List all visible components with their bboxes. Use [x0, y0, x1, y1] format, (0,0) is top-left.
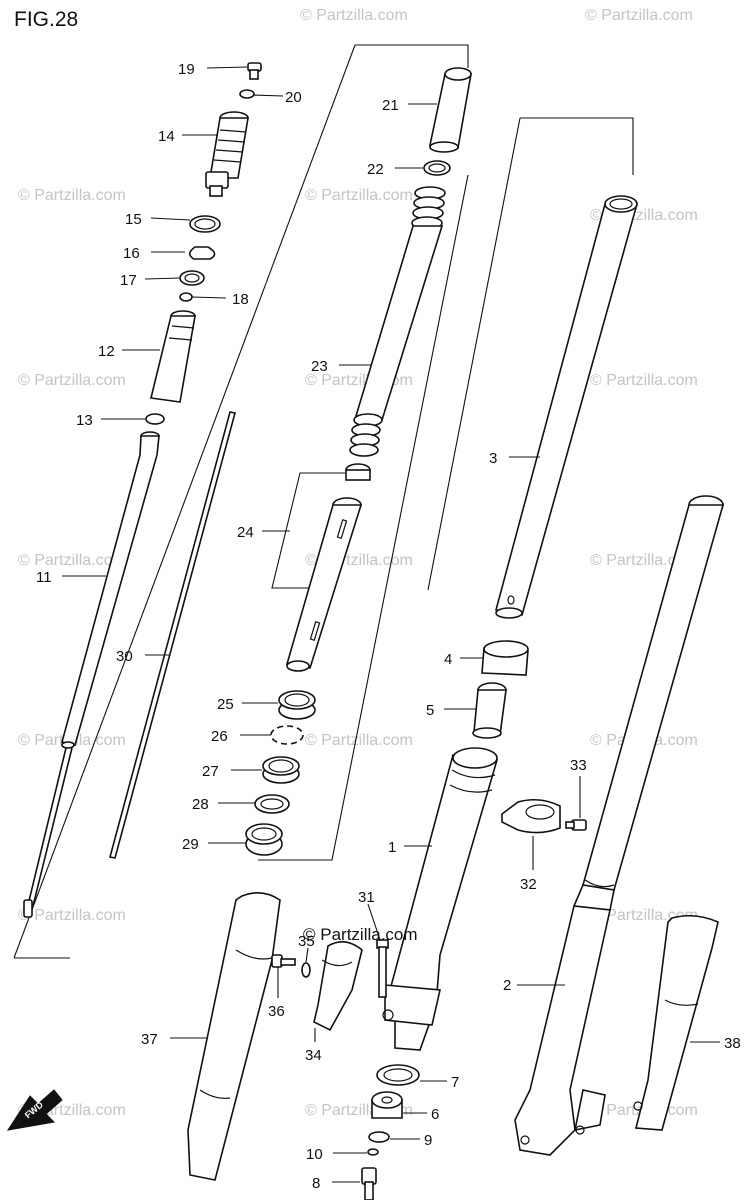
part-11-damper-rod [23, 431, 160, 918]
callout-11: 11 [36, 569, 52, 586]
part-6-nut [371, 1091, 403, 1119]
watermark: © Partzilla.com [300, 7, 408, 24]
part-8-bolt [361, 1167, 377, 1200]
part-19-bolt [247, 62, 262, 80]
callout-19: 19 [178, 61, 195, 78]
part-15-oring [189, 215, 221, 233]
part-20-washer [239, 89, 255, 99]
callout-38: 38 [724, 1035, 741, 1052]
part-37-left-guard [187, 892, 281, 1181]
part-36-bolt [271, 954, 296, 968]
part-12-cylinder [150, 310, 196, 403]
watermark: © Partzilla.com [590, 372, 698, 389]
part-28-washer [254, 794, 290, 814]
part-25-bushing [278, 690, 316, 720]
callout-9: 9 [424, 1132, 432, 1149]
part-18-ring [179, 292, 193, 302]
callout-25: 25 [217, 696, 234, 713]
callout-3: 3 [489, 450, 497, 467]
part-5-bushing [472, 682, 507, 739]
callout-31: 31 [358, 889, 375, 906]
callout-4: 4 [444, 651, 452, 668]
part-30-rod [109, 411, 236, 859]
callout-26: 26 [211, 728, 228, 745]
watermark: © Partzilla.com [18, 187, 126, 204]
watermarks: © Partzilla.com © Partzilla.com © Partzi… [18, 7, 698, 1119]
callout-18: 18 [232, 291, 249, 308]
part-26-clip [270, 725, 304, 745]
callout-21: 21 [382, 97, 399, 114]
figure-title: FIG.28 [14, 8, 78, 31]
part-17-washer [179, 270, 205, 286]
part-24-slotted-tube [285, 463, 371, 672]
part-23-spring [349, 186, 446, 457]
part-1-outer-tube [382, 747, 499, 1051]
callout-37: 37 [141, 1031, 158, 1048]
part-33-bolt [565, 819, 587, 831]
part-21-tube [429, 67, 472, 153]
callout-35: 35 [298, 933, 315, 950]
part-2-outer-tube [514, 495, 725, 1156]
fwd-arrow-icon: FWD [6, 1089, 63, 1131]
callout-16: 16 [123, 245, 140, 262]
part-10-ring [367, 1148, 379, 1156]
watermark: © Partzilla.com [305, 187, 413, 204]
leader-lines [62, 66, 720, 1183]
callout-6: 6 [431, 1106, 439, 1123]
callout-27: 27 [202, 763, 219, 780]
part-27-bushing [262, 756, 300, 784]
part-4-bushing [481, 640, 529, 676]
part-32-clamp [501, 798, 561, 834]
callout-32: 32 [520, 876, 537, 893]
part-16-circlip [188, 246, 216, 260]
callout-36: 36 [268, 1003, 285, 1020]
callout-12: 12 [98, 343, 115, 360]
callout-10: 10 [306, 1146, 323, 1163]
part-9-washer [368, 1131, 390, 1143]
brand-mark: © Partzilla.com [303, 925, 418, 944]
part-34-guard [313, 941, 363, 1032]
part-13-ring [145, 413, 165, 425]
callout-24: 24 [237, 524, 254, 541]
callout-29: 29 [182, 836, 199, 853]
watermark: © Partzilla.com [18, 372, 126, 389]
callout-34: 34 [305, 1047, 322, 1064]
callout-7: 7 [451, 1074, 459, 1091]
callout-2: 2 [503, 977, 511, 994]
callout-15: 15 [125, 211, 142, 228]
callout-23: 23 [311, 358, 328, 375]
callout-14: 14 [158, 128, 175, 145]
callout-22: 22 [367, 161, 384, 178]
part-14-valve [205, 111, 249, 197]
part-29-seal [245, 823, 283, 856]
callout-17: 17 [120, 272, 137, 289]
part-31-bolt [376, 939, 389, 998]
watermark: © Partzilla.com [18, 907, 126, 924]
watermark: © Partzilla.com [18, 552, 126, 569]
callout-20: 20 [285, 89, 302, 106]
callout-33: 33 [570, 757, 587, 774]
part-7-oring [376, 1064, 420, 1086]
callout-5: 5 [426, 702, 434, 719]
callout-labels: 19 20 14 21 22 15 16 17 18 12 23 13 3 24… [36, 61, 741, 1192]
callout-13: 13 [76, 412, 93, 429]
assembly-frame-lines [13, 44, 634, 959]
watermark: © Partzilla.com [305, 732, 413, 749]
watermark: © Partzilla.com [585, 7, 693, 24]
part-22-ring [423, 160, 451, 176]
callout-8: 8 [312, 1175, 320, 1192]
callout-28: 28 [192, 796, 209, 813]
part-35-washer [301, 962, 311, 978]
callout-1: 1 [388, 839, 396, 856]
watermark: © Partzilla.com [590, 552, 698, 569]
callout-30: 30 [116, 648, 133, 665]
part-38-right-guard [633, 914, 719, 1131]
part-3-inner-tube [495, 195, 639, 619]
